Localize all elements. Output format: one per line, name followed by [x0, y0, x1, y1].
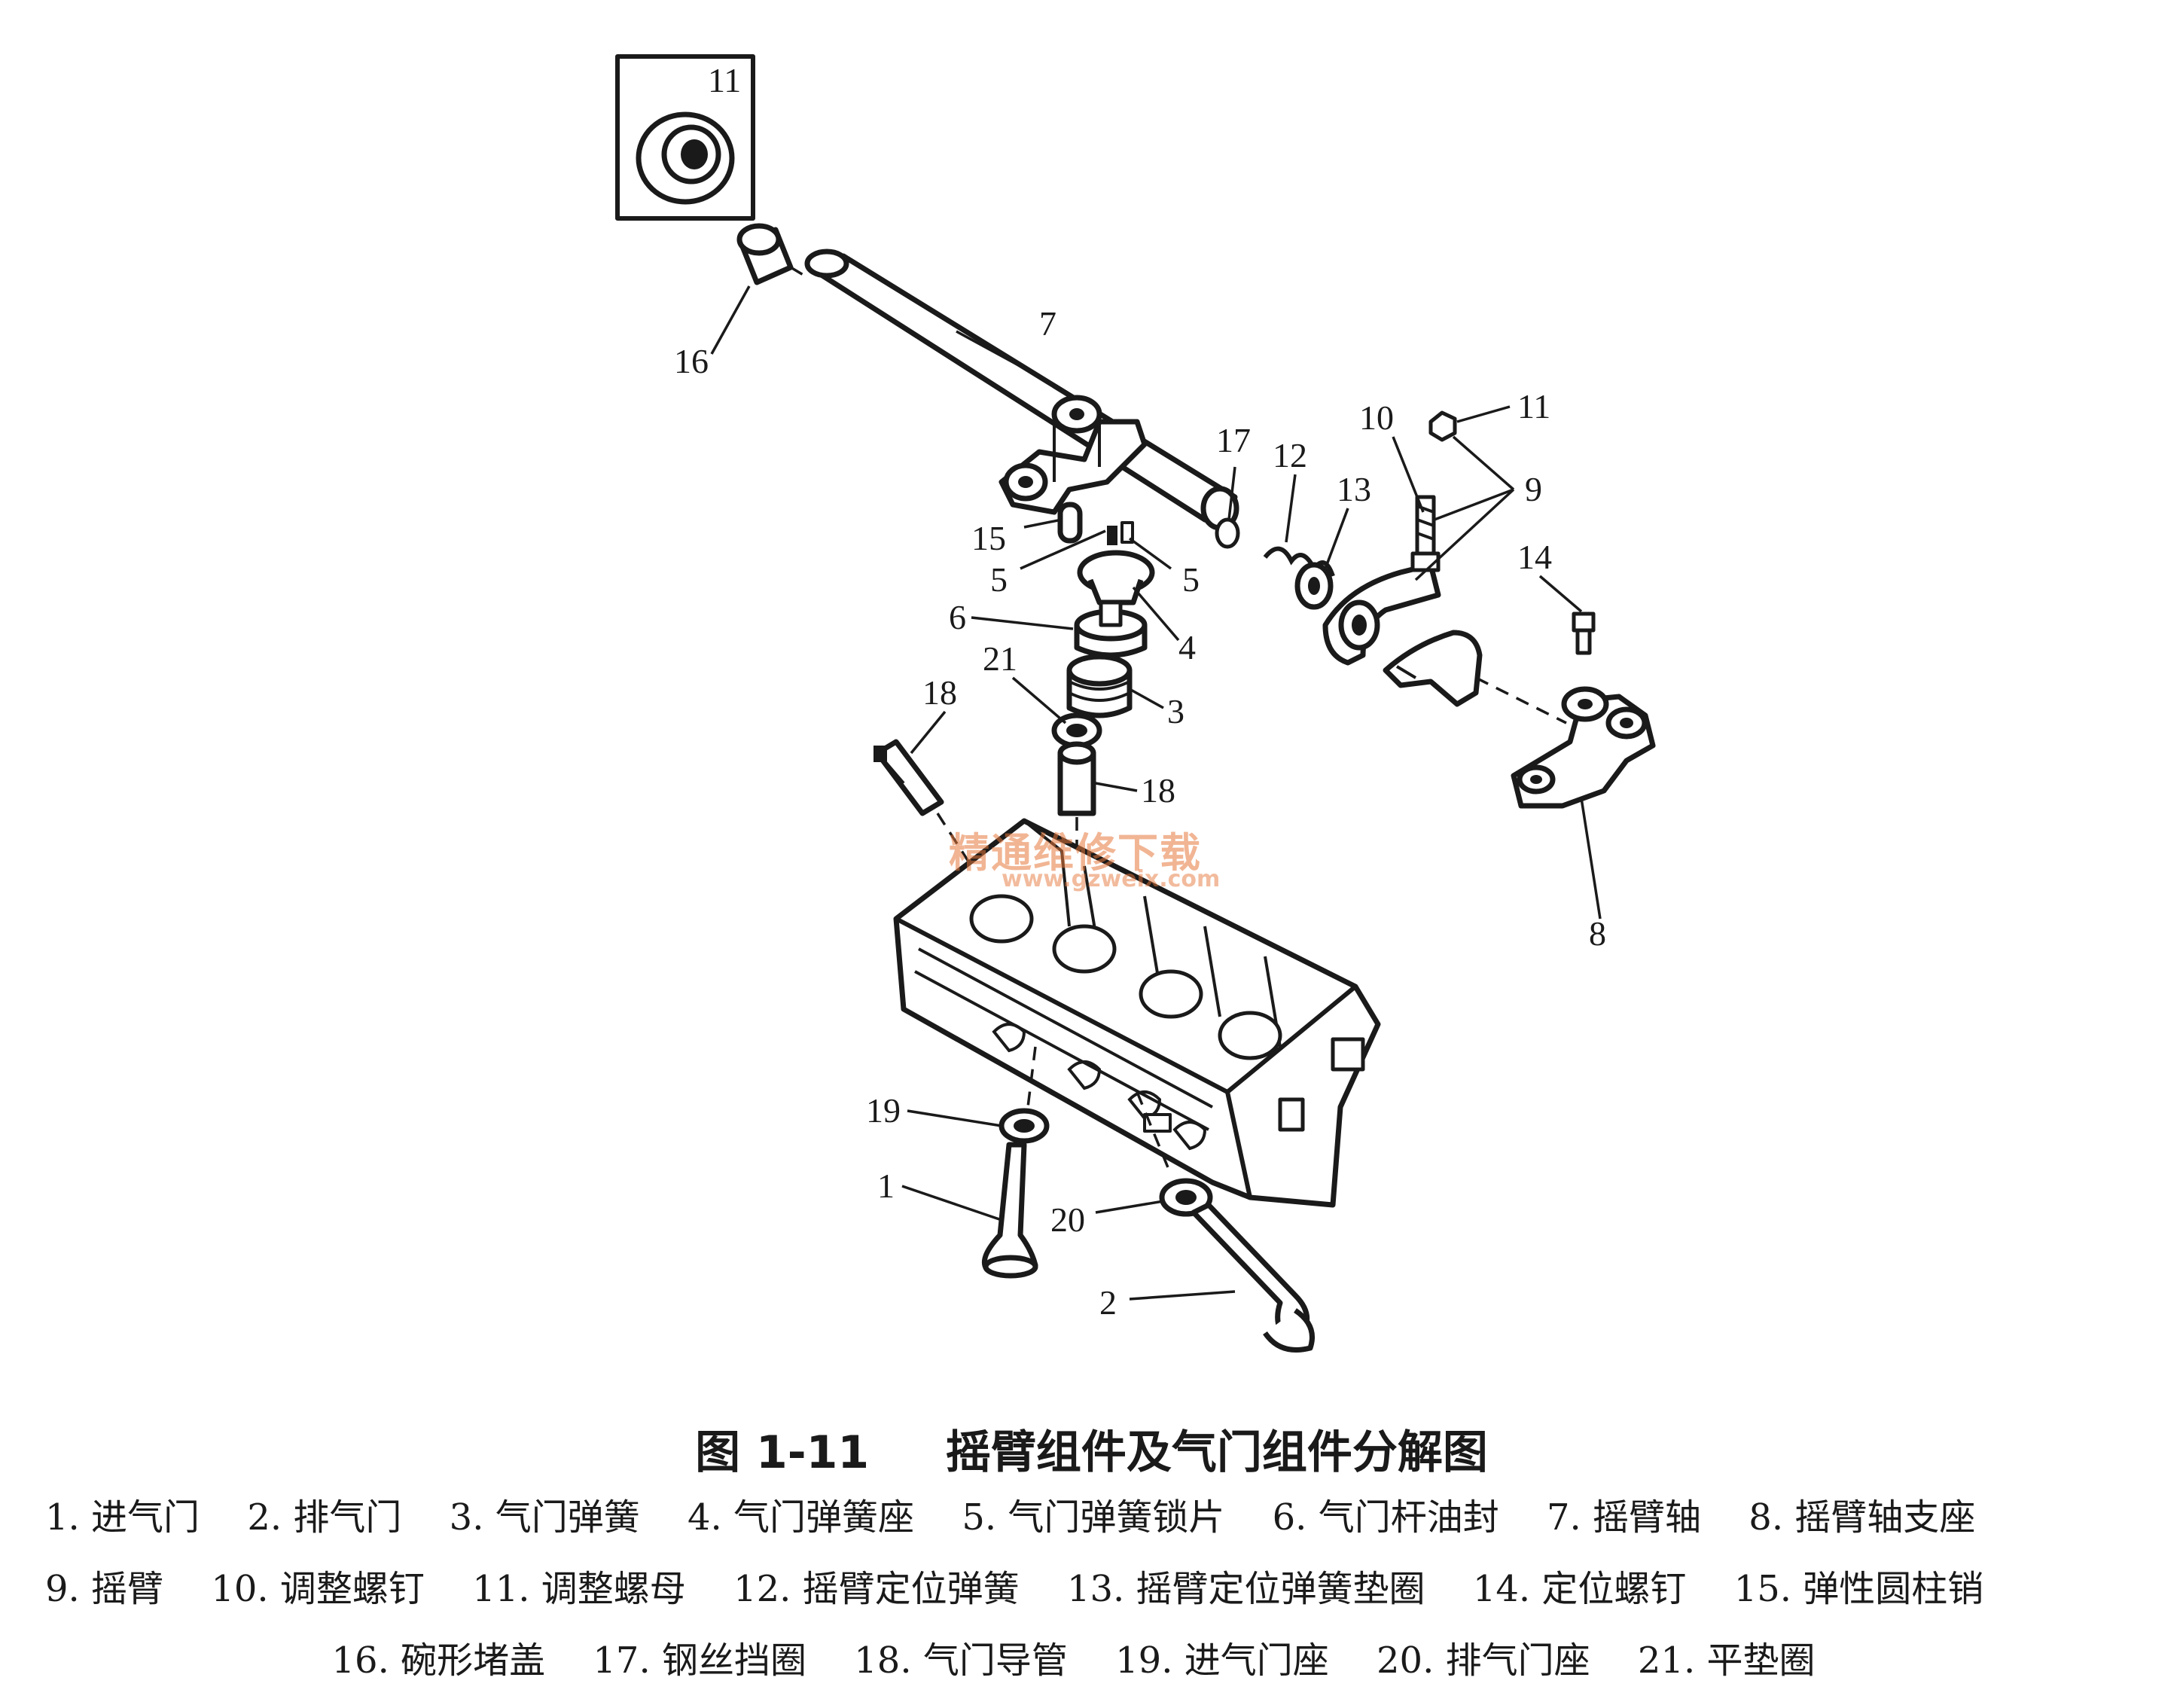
legend-item: 3. 气门弹簧 — [449, 1496, 640, 1539]
callout: 9 — [1525, 470, 1542, 508]
rocker-shaft-support — [1511, 686, 1656, 809]
callout: 17 — [1216, 421, 1251, 459]
exploded-diagram: 11 16 7 17 12 13 10 11 9 15 5 5 4 6 21 3… — [615, 54, 1656, 1353]
callout: 2 — [1099, 1283, 1117, 1322]
legend-item: 10. 调整螺钉 — [211, 1568, 425, 1610]
callout: 8 — [1589, 914, 1606, 953]
callout: 18 — [1141, 771, 1175, 810]
callout: 18 — [922, 673, 957, 712]
callout: 21 — [983, 639, 1017, 678]
shaft-support-upper — [999, 395, 1148, 515]
exhaust-valve — [1191, 1202, 1315, 1353]
inset-box — [615, 54, 755, 221]
leader-lines — [710, 285, 1602, 1301]
cup-plug — [736, 223, 794, 285]
rocker-arm-front — [1322, 562, 1441, 666]
valve-stem-seal — [1074, 600, 1148, 658]
callout: 20 — [1050, 1200, 1085, 1239]
legend-item: 19. 进气门座 — [1115, 1639, 1329, 1682]
legend-item: 8. 摇臂轴支座 — [1749, 1496, 1976, 1539]
watermark-url: www.gzweix.com — [1002, 866, 1221, 892]
legend-item: 12. 摇臂定位弹簧 — [733, 1568, 1020, 1610]
legend-item: 16. 碗形堵盖 — [331, 1639, 546, 1682]
legend-item: 14. 定位螺钉 — [1472, 1568, 1687, 1610]
callout: 10 — [1359, 398, 1394, 437]
exhaust-valve-seat — [1159, 1178, 1213, 1217]
rocker-arm-rear — [1383, 630, 1483, 707]
callout: 3 — [1167, 692, 1184, 730]
intake-valve-seat — [999, 1108, 1050, 1144]
callout-labels: 11 16 7 17 12 13 10 11 9 15 5 5 4 6 21 3… — [674, 61, 1606, 1322]
legend-item: 13. 摇臂定位弹簧垫圈 — [1066, 1568, 1425, 1610]
valve-guide-center — [1057, 741, 1096, 816]
legend-row: 16. 碗形堵盖 17. 钢丝挡圈 18. 气门导管 19. 进气门座 20. … — [0, 1630, 2183, 1683]
legend-item: 17. 钢丝挡圈 — [593, 1639, 806, 1682]
callout: 15 — [971, 519, 1006, 557]
locating-screw — [1572, 612, 1596, 655]
spring-washer — [1294, 562, 1334, 610]
valve-guide-left — [874, 739, 944, 816]
circlip — [1215, 517, 1240, 549]
callout: 16 — [674, 342, 709, 380]
figure-caption: 图 1-11 摇臂组件及气门组件分解图 — [0, 1416, 2183, 1481]
legend-item: 7. 摇臂轴 — [1546, 1496, 1702, 1539]
legend-item: 11. 调整螺母 — [472, 1568, 686, 1610]
callout: 19 — [866, 1091, 901, 1130]
legend-item: 6. 气门杆油封 — [1272, 1496, 1499, 1539]
legend-item: 1. 进气门 — [45, 1496, 200, 1539]
legend-row: 1. 进气门 2. 排气门 3. 气门弹簧 4. 气门弹簧座 5. 气门弹簧锁片… — [45, 1487, 2154, 1540]
legend-item: 21. 平垫圈 — [1637, 1639, 1816, 1682]
legend-item: 15. 弹性圆柱销 — [1733, 1568, 1984, 1610]
valve-spring — [1066, 654, 1133, 718]
adjusting-nut — [1428, 410, 1457, 442]
callout: 7 — [1039, 304, 1056, 343]
callout: 1 — [877, 1167, 895, 1205]
callout: 4 — [1178, 628, 1196, 666]
watermark: 精通维修下载 — [949, 829, 1202, 877]
legend-item: 20. 排气门座 — [1377, 1639, 1590, 1682]
legend-row: 9. 摇臂 10. 调整螺钉 11. 调整螺母 12. 摇臂定位弹簧 13. 摇… — [45, 1559, 2154, 1612]
intake-valve — [981, 1142, 1038, 1279]
legend-item: 9. 摇臂 — [45, 1568, 164, 1610]
callout: 13 — [1337, 470, 1371, 508]
callout: 11 — [708, 61, 741, 99]
spring-pin — [1057, 502, 1083, 544]
adjusting-screw — [1410, 495, 1441, 572]
callout: 5 — [990, 560, 1008, 599]
callout: 12 — [1273, 436, 1307, 474]
legend-item: 5. 气门弹簧锁片 — [962, 1496, 1225, 1539]
cylinder-head — [893, 818, 1381, 1208]
locating-spring — [1263, 546, 1335, 578]
callout: 14 — [1517, 538, 1552, 576]
legend-item: 4. 气门弹簧座 — [687, 1496, 915, 1539]
callout: 11 — [1517, 387, 1550, 425]
valve-locks — [1107, 521, 1134, 545]
legend-item: 18. 气门导管 — [854, 1639, 1068, 1682]
callout: 6 — [949, 598, 966, 636]
caption-title: 摇臂组件及气门组件分解图 — [945, 1426, 1488, 1479]
legend-item: 2. 排气门 — [247, 1496, 402, 1539]
caption-number: 图 1-11 — [695, 1426, 870, 1479]
callout: 5 — [1182, 560, 1200, 599]
